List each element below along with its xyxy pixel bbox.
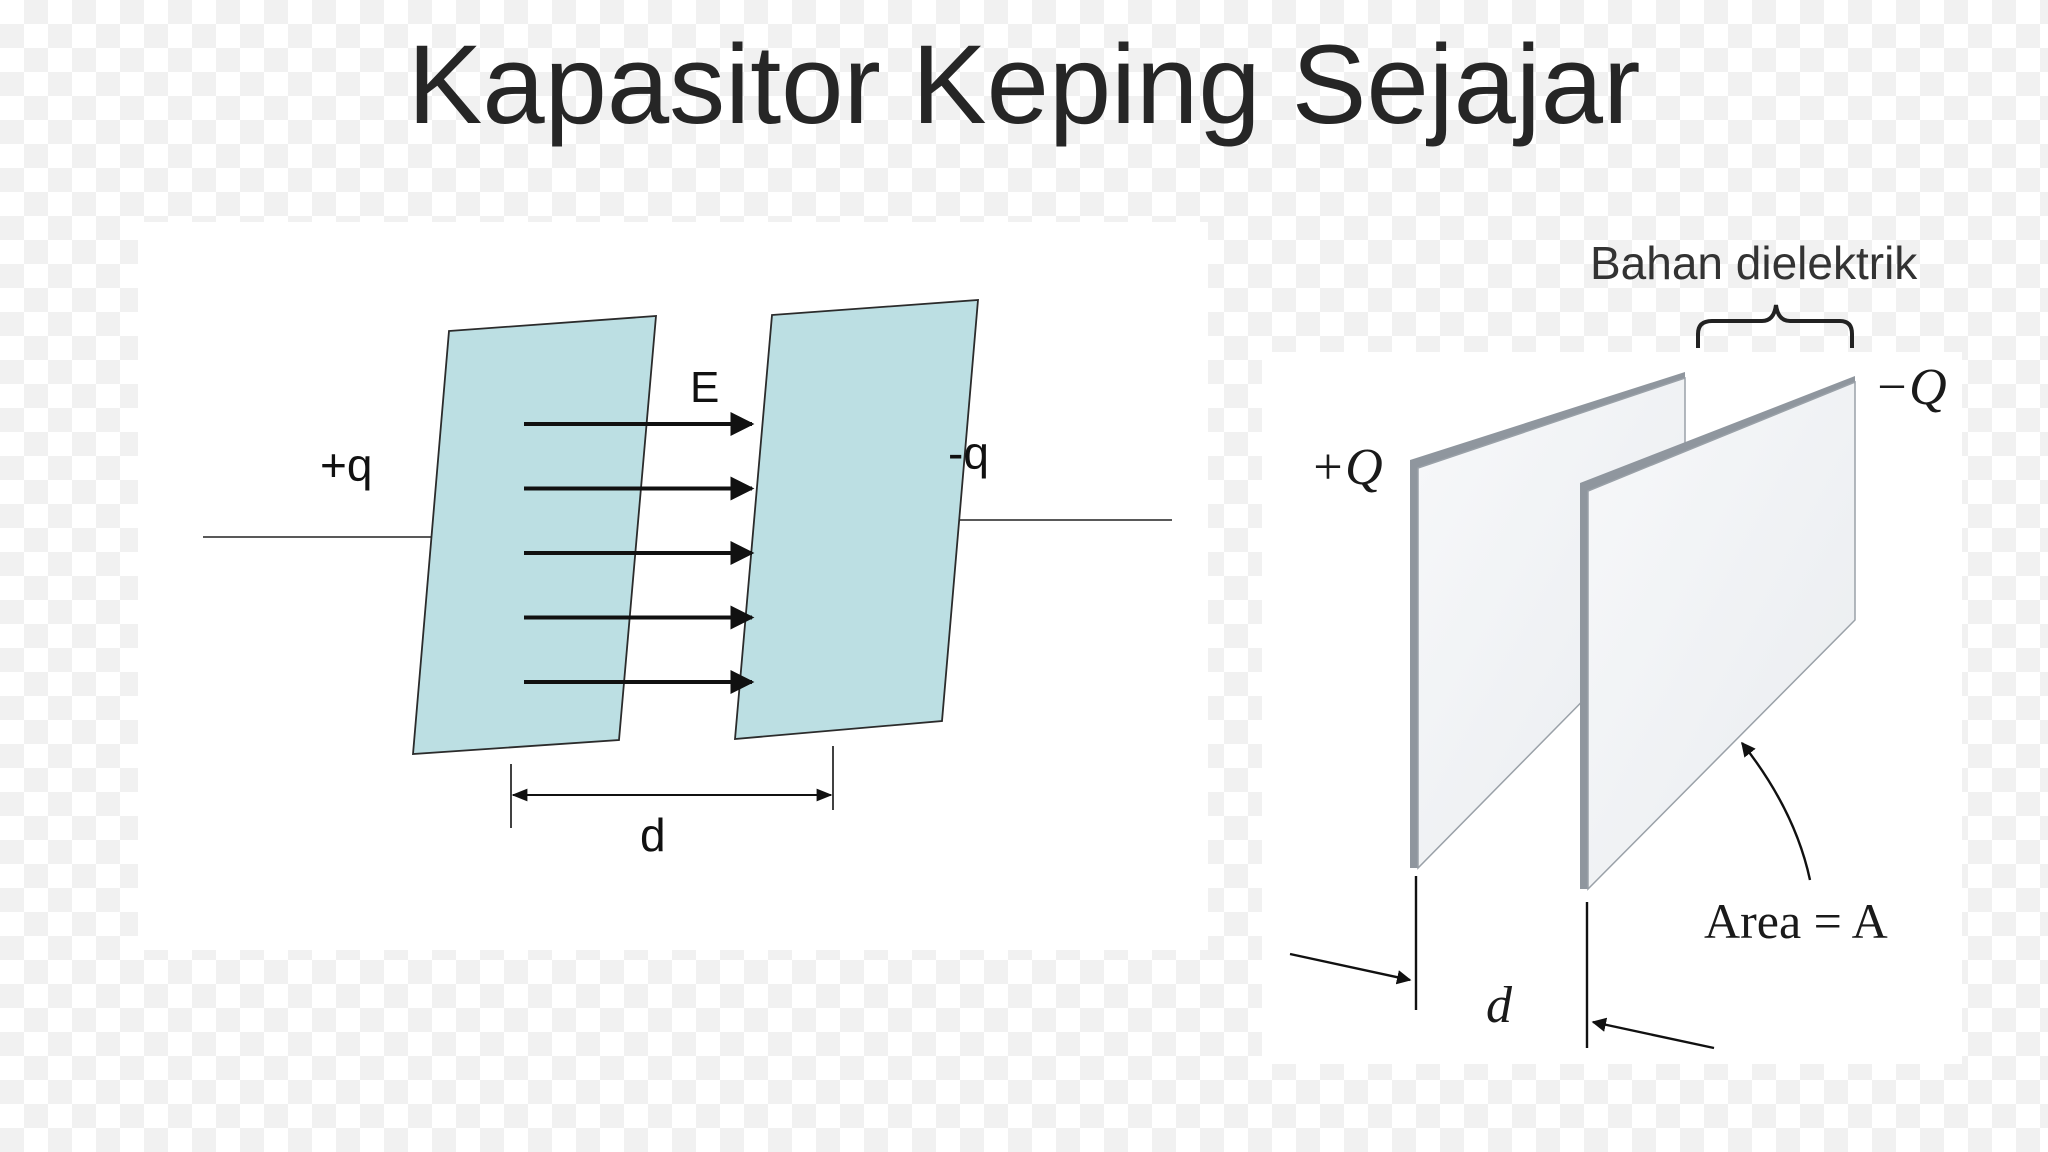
left-plate-negative bbox=[734, 299, 979, 740]
left-distance-label: d bbox=[640, 809, 666, 861]
separation-arrow-left bbox=[1289, 952, 1412, 985]
left-capacitor: +q -q E d bbox=[203, 299, 1172, 861]
electric-field-arrows bbox=[524, 412, 755, 694]
slide-title: Kapasitor Keping Sejajar bbox=[407, 22, 1641, 147]
field-label: E bbox=[690, 363, 719, 412]
right-charge-negative-label: −Q bbox=[1874, 359, 1947, 416]
right-plate-negative bbox=[1587, 380, 1856, 891]
area-label: Area = A bbox=[1704, 893, 1888, 949]
left-plate-positive bbox=[412, 315, 657, 755]
dielectric-label: Bahan dielektrik bbox=[1590, 237, 1918, 289]
right-charge-positive-label: +Q bbox=[1310, 439, 1383, 496]
dielectric-brace bbox=[1696, 304, 1854, 348]
area-pointer-arrow bbox=[1741, 741, 1812, 881]
right-distance-label: d bbox=[1486, 977, 1513, 1034]
right-capacitor: Bahan dielektrik +Q −Q Area = A d bbox=[1289, 237, 1947, 1050]
left-charge-positive-label: +q bbox=[320, 439, 372, 491]
separation-arrow-right bbox=[1591, 1017, 1715, 1050]
left-diagram-panel bbox=[138, 222, 1208, 950]
left-charge-negative-label: -q bbox=[948, 427, 989, 479]
